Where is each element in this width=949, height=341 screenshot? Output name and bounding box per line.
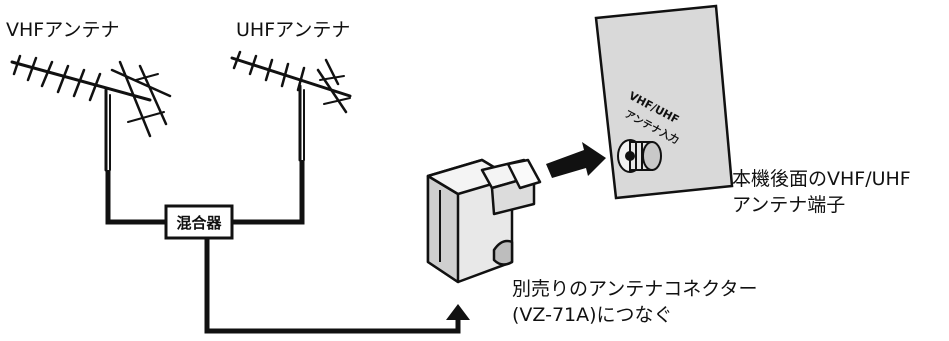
mixer-to-connector-cable	[204, 238, 470, 334]
rear-panel: VHF/UHF アンテナ入力	[594, 4, 734, 200]
uhf-antenna-label: UHFアンテナ	[236, 19, 351, 41]
antenna-connector-icon	[426, 158, 542, 284]
vhf-antenna-icon	[10, 54, 172, 172]
up-arrow-icon	[446, 304, 470, 320]
mixer-box: 混合器	[164, 204, 234, 240]
terminal-label-line2: アンテナ端子	[732, 194, 846, 216]
connector-label: 別売りのアンテナコネクター (VZ-71A)につなぐ	[512, 276, 757, 328]
connector-label-line1: 別売りのアンテナコネクター	[512, 278, 758, 300]
vhf-antenna-label: VHFアンテナ	[6, 19, 120, 41]
connector-label-line2: (VZ-71A)につなぐ	[512, 304, 673, 326]
antenna-cables	[105, 160, 305, 225]
right-arrow-icon	[546, 142, 606, 178]
mixer-label: 混合器	[176, 214, 222, 232]
terminal-label-line1: 本機後面のVHF/UHF	[732, 168, 911, 190]
uhf-antenna-icon	[230, 50, 352, 162]
f-connector-terminal-icon	[617, 139, 662, 173]
terminal-label: 本機後面のVHF/UHF アンテナ端子	[732, 166, 911, 218]
